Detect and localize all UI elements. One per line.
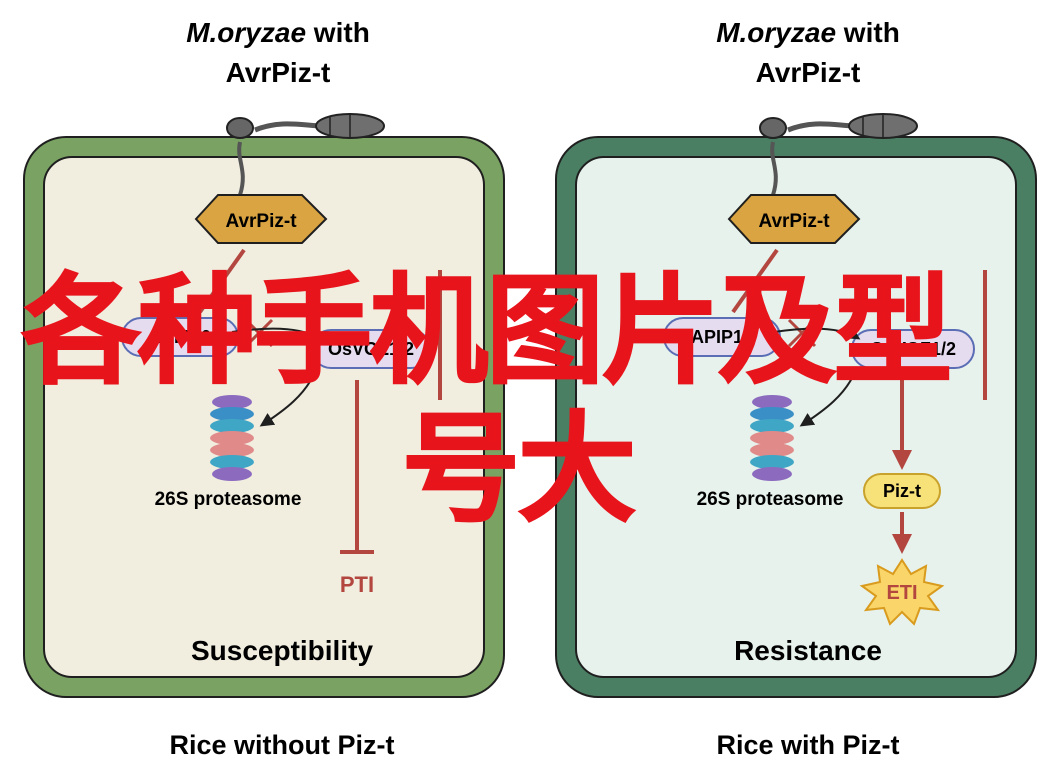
right-title-italic: M.oryzae <box>716 17 836 48</box>
right-panel: M.oryzae with AvrPiz-t AvrPiz-t APIP10 O… <box>555 17 1037 760</box>
right-arrow-osvoz-proteasome <box>799 371 856 427</box>
right-proteasome-icon <box>750 395 794 481</box>
right-piz-label: Piz-t <box>883 481 921 501</box>
right-apip-label: APIP10 <box>691 327 753 347</box>
right-eti-label: ETI <box>886 582 917 604</box>
left-proteasome-label: 26S proteasome <box>155 489 302 510</box>
right-title-line1: M.oryzae with <box>716 17 900 48</box>
left-caption: Rice without Piz-t <box>170 730 395 760</box>
right-x-mark <box>787 318 817 348</box>
right-outcome-label: Resistance <box>734 635 882 666</box>
right-effector-label: AvrPiz-t <box>758 211 830 232</box>
left-proteasome-icon <box>210 395 254 481</box>
right-effector-node <box>727 194 861 244</box>
right-arrow-apip-osvoz <box>773 326 861 340</box>
left-effector-label: AvrPiz-t <box>225 211 297 232</box>
right-proteasome-label: 26S proteasome <box>697 489 844 510</box>
left-apip-node <box>121 317 239 357</box>
left-osvoz-node <box>311 329 431 369</box>
right-caption: Rice with Piz-t <box>716 730 899 760</box>
left-inhibit-apip <box>198 248 246 314</box>
right-inhibit-apip <box>731 248 779 314</box>
left-osvoz-label: OsVOZ1/2 <box>328 339 414 359</box>
left-arrow-apip-osvoz <box>231 326 321 340</box>
right-osvoz-label: OsVOZ1/2 <box>870 339 956 359</box>
left-arrow-osvoz-proteasome <box>259 371 316 427</box>
right-apip-node <box>663 317 781 357</box>
left-fungus-icon <box>226 113 385 196</box>
right-eti-burst <box>859 558 945 626</box>
left-pti-label: PTI <box>340 572 374 597</box>
left-title-line1: M.oryzae with <box>186 17 370 48</box>
left-x-mark <box>244 318 274 348</box>
left-panel: M.oryzae with AvrPiz-t AvrPiz-t APIP10 <box>23 17 505 760</box>
left-title-line2: AvrPiz-t <box>226 57 331 88</box>
left-apip-label: APIP10 <box>149 327 211 347</box>
left-outcome-label: Susceptibility <box>191 635 373 666</box>
right-title-line2: AvrPiz-t <box>756 57 861 88</box>
right-osvoz-node <box>851 329 975 369</box>
left-title-rest: with <box>306 17 370 48</box>
left-title-italic: M.oryzae <box>186 17 306 48</box>
right-fungus-icon <box>759 113 918 196</box>
left-effector-node <box>194 194 328 244</box>
right-piz-node <box>863 473 941 509</box>
right-title-rest: with <box>836 17 900 48</box>
